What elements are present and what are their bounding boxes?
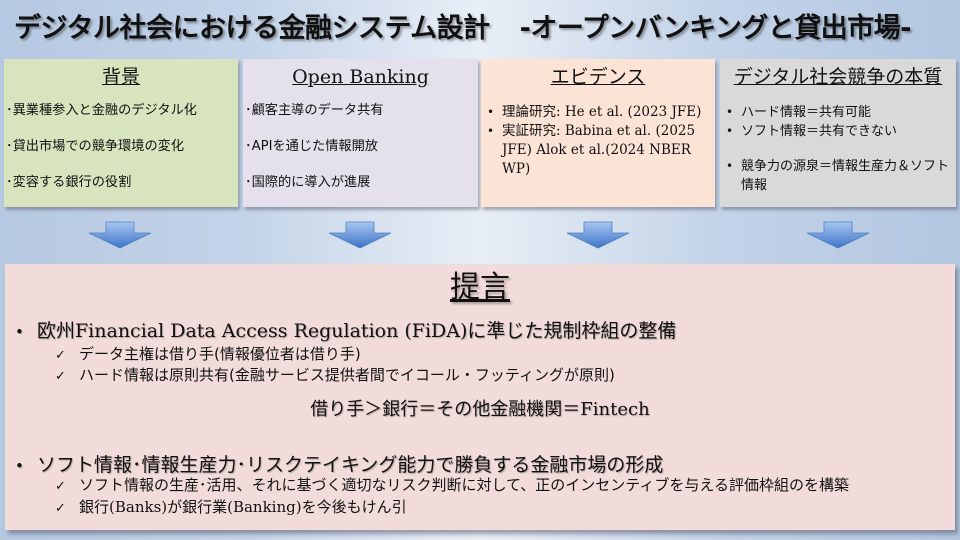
proposal-subpoint: ✓ ハード情報は原則共有(金融サービス提供者間でイコール・フッティングが原則) — [15, 365, 615, 387]
title-main: デジタル社会における金融システム設計 — [14, 13, 490, 44]
down-arrow-icon — [566, 221, 630, 249]
list-item: ･貸出市場での競争環境の変化 — [6, 139, 185, 154]
proposal-point-1: • 欧州Financial Data Access Regulation (FiD… — [15, 319, 676, 344]
list-item: ･顧客主導のデータ共有 — [245, 103, 384, 118]
subpoint-text: ソフト情報の生産･活用、それに基づく適切なリスク判断に対して、正のインセンティブ… — [79, 476, 849, 494]
list-item: ハード情報＝共有可能 — [726, 103, 956, 122]
card-essence: デジタル社会競争の本質 ハード情報＝共有可能 ソフト情報＝共有できない 競争力の… — [720, 59, 956, 207]
proposal-point-2: • ソフト情報･情報生産力･リスクテイキング能力で勝負する金融市場の形成 — [15, 453, 663, 478]
subpoint-text: データ主権は借り手(情報優位者は借り手) — [79, 345, 361, 363]
card-list: 理論研究: He et al. (2023 JFE) 実証研究: Babina … — [481, 103, 715, 179]
card-heading: 背景 — [101, 66, 140, 88]
checkmark-icon: ✓ — [55, 369, 66, 384]
checkmark-icon: ✓ — [55, 348, 66, 363]
card-heading: Open Banking — [292, 66, 429, 88]
bullet-icon: • — [15, 323, 24, 341]
down-arrow-icon — [88, 221, 152, 249]
card-background: 背景 ･異業種参入と金融のデジタル化 ･貸出市場での競争環境の変化 ･変容する銀… — [4, 59, 238, 207]
proposal-point-text: ソフト情報･情報生産力･リスクテイキング能力で勝負する金融市場の形成 — [37, 454, 664, 476]
down-arrow-icon — [806, 221, 870, 249]
card-list: ･顧客主導のデータ共有 ･APIを通じた情報開放 ･国際的に導入が進展 — [243, 102, 478, 192]
list-item: 実証研究: Babina et al. (2025 JFE) Alok et a… — [487, 122, 715, 179]
card-list: ハード情報＝共有可能 ソフト情報＝共有できない 競争力の源泉＝情報生産力＆ソフト… — [720, 103, 956, 195]
list-item: ･APIを通じた情報開放 — [245, 139, 378, 154]
slide-title: デジタル社会における金融システム設計 -オープンバンキングと貸出市場- — [14, 6, 954, 46]
card-heading: エビデンス — [550, 66, 646, 88]
subpoint-text: 銀行(Banks)が銀行業(Banking)を今後もけん引 — [79, 498, 407, 516]
list-item: 理論研究: He et al. (2023 JFE) — [487, 103, 715, 122]
proposal-subpoint: ✓ 銀行(Banks)が銀行業(Banking)を今後もけん引 — [15, 497, 407, 519]
down-arrow-icon — [328, 221, 392, 249]
list-item: ソフト情報＝共有できない — [726, 122, 956, 141]
proposal-point-text: 欧州Financial Data Access Regulation (FiDA… — [37, 320, 677, 342]
proposal-subpoint: ✓ データ主権は借り手(情報優位者は借り手) — [15, 344, 361, 366]
list-item: ･国際的に導入が進展 — [245, 175, 371, 190]
list-item: 競争力の源泉＝情報生産力＆ソフト情報 — [726, 157, 956, 195]
card-open-banking: Open Banking ･顧客主導のデータ共有 ･APIを通じた情報開放 ･国… — [243, 59, 478, 207]
checkmark-icon: ✓ — [55, 501, 66, 516]
proposal-box: 提言 • 欧州Financial Data Access Regulation (… — [5, 264, 955, 530]
card-heading: デジタル社会競争の本質 — [733, 66, 943, 88]
card-list: ･異業種参入と金融のデジタル化 ･貸出市場での競争環境の変化 ･変容する銀行の役… — [4, 102, 238, 192]
proposal-subpoint: ✓ ソフト情報の生産･活用、それに基づく適切なリスク判断に対して、正のインセンティ… — [15, 475, 849, 497]
bullet-icon: • — [15, 457, 24, 475]
card-evidence: エビデンス 理論研究: He et al. (2023 JFE) 実証研究: B… — [481, 59, 715, 207]
title-subtitle: -オープンバンキングと貸出市場- — [519, 13, 912, 44]
list-item: ･異業種参入と金融のデジタル化 — [6, 103, 197, 118]
checkmark-icon: ✓ — [55, 479, 66, 494]
proposal-heading: 提言 — [450, 270, 510, 305]
subpoint-text: ハード情報は原則共有(金融サービス提供者間でイコール・フッティングが原則) — [79, 366, 615, 384]
hierarchy-statement: 借り手＞銀行＝その他金融機関＝Fintech — [310, 399, 650, 420]
list-item: ･変容する銀行の役割 — [6, 175, 132, 190]
